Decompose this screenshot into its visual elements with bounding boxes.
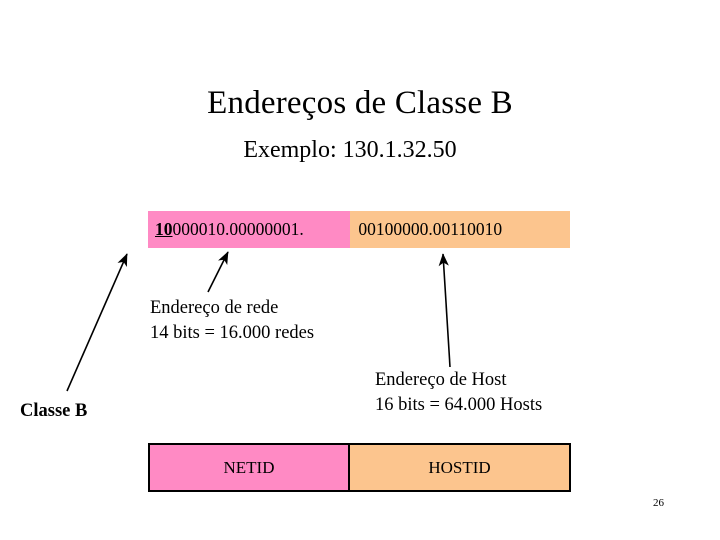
network-address-annotation: Endereço de rede 14 bits = 16.000 redes — [150, 296, 314, 346]
page-number: 26 — [653, 497, 664, 509]
netid-cell: NETID — [150, 445, 350, 490]
slide-subtitle: Exemplo: 130.1.32.50 — [243, 137, 457, 163]
class-b-label: Classe B — [20, 401, 88, 421]
network-address-line-1: Endereço de rede — [150, 298, 279, 318]
hostid-cell: HOSTID — [350, 445, 569, 490]
arrow-class-to-binary — [66, 253, 128, 392]
page-title: Endereços de Classe B — [207, 85, 513, 122]
binary-hostid-segment: 00100000.00110010 — [350, 211, 570, 248]
arrow-host-to-binary — [438, 253, 451, 368]
address-field-bar: NETID HOSTID — [148, 443, 571, 492]
host-address-line-1: Endereço de Host — [375, 370, 507, 390]
binary-class-prefix-bits: 10 — [155, 219, 173, 239]
arrow-network-to-binary — [207, 251, 229, 293]
host-address-annotation: Endereço de Host 16 bits = 64.000 Hosts — [375, 368, 542, 418]
host-address-line-2: 16 bits = 64.000 Hosts — [375, 395, 543, 415]
network-address-line-2: 14 bits = 16.000 redes — [150, 323, 315, 343]
binary-netid-remainder: 000010.00000001. — [172, 219, 304, 239]
